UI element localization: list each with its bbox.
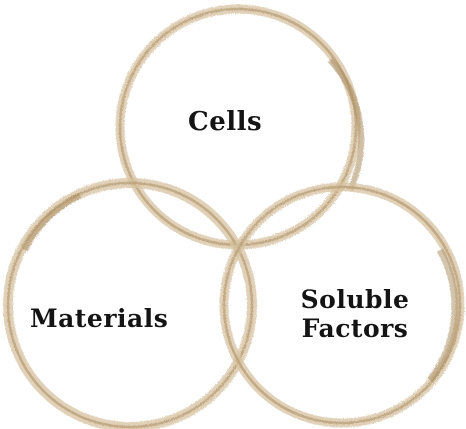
materials-label: Materials [30,305,168,334]
soluble-factors-label: Soluble Factors [280,286,430,344]
cells-label: Cells [188,108,262,138]
soluble-factors-label-line1: Soluble [280,286,430,315]
soluble-factors-label-line2: Factors [280,315,430,344]
